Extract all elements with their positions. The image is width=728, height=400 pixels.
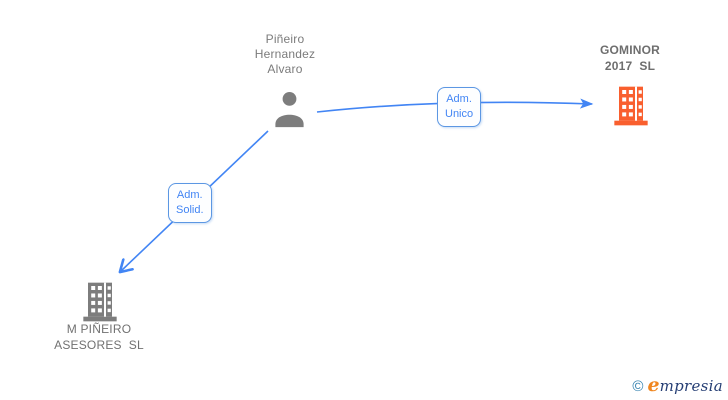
empresia-logo[interactable]: © empresia: [632, 374, 723, 396]
person-node-label[interactable]: Piñeiro Hernandez Alvaro: [254, 32, 316, 76]
company-mpineiro-label[interactable]: M PIÑEIRO ASESORES SL: [54, 322, 144, 352]
edge-label-adm-solid: Adm. Solid.: [168, 183, 212, 223]
edge-label-adm-unico: Adm. Unico: [437, 87, 482, 127]
person-icon[interactable]: [271, 89, 308, 128]
company-gominor-building-icon[interactable]: [613, 86, 649, 126]
brand-rest: mpresia: [659, 377, 723, 395]
brand-wordmark: empresia: [647, 374, 723, 396]
company-mpineiro-building-icon[interactable]: [82, 282, 118, 322]
brand-first-letter: e: [647, 374, 660, 396]
copyright-icon: ©: [632, 378, 644, 395]
company-gominor-label[interactable]: GOMINOR 2017 SL: [599, 43, 661, 73]
